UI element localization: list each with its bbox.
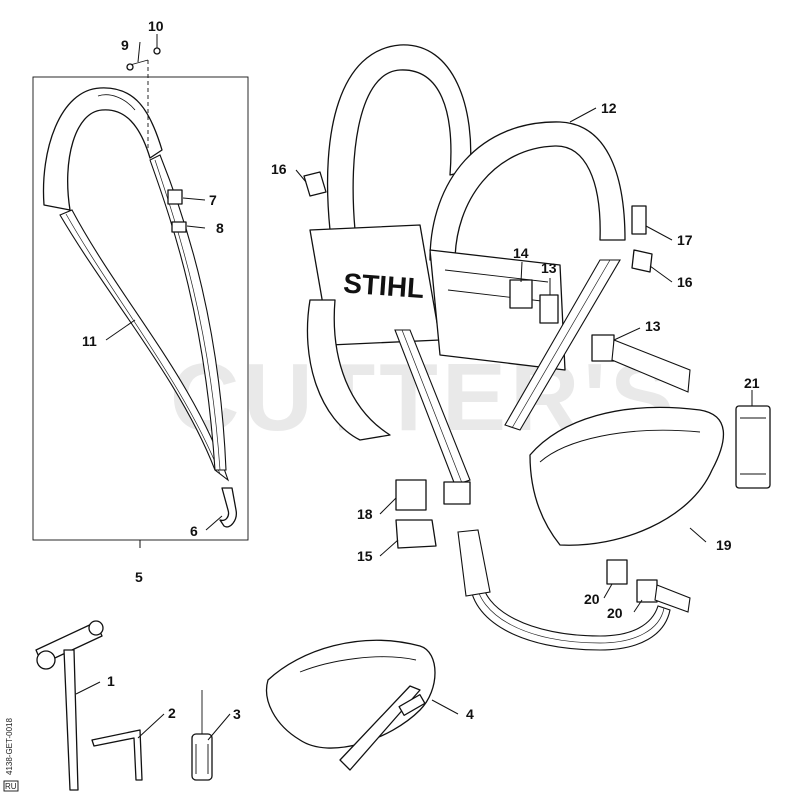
brand-logo: STIHL [342, 267, 425, 304]
document-id: 4138-GET-0018 [5, 718, 14, 775]
shoulder-strap-assembly [32, 47, 249, 541]
callout-13-upper: 13 [541, 260, 557, 276]
callout-3: 3 [233, 706, 241, 722]
strap-13-right [611, 339, 691, 393]
clip-14 [509, 279, 533, 309]
callout-20-right: 20 [607, 605, 623, 621]
loop-16-left [303, 171, 327, 197]
buckle-18 [395, 479, 427, 511]
callout-13-lower: 13 [645, 318, 661, 334]
strap-slider [171, 221, 187, 233]
callout-6: 6 [190, 523, 198, 539]
strap-webbing-left [59, 209, 230, 482]
callout-19: 19 [716, 537, 732, 553]
callout-10: 10 [148, 18, 164, 34]
tool-pouch-assembly [457, 406, 724, 651]
callout-11: 11 [82, 333, 97, 349]
callout-4: 4 [466, 706, 474, 722]
clip-13 [539, 294, 559, 324]
callout-21: 21 [744, 375, 760, 391]
doc-badge: RU [5, 782, 17, 791]
callout-1: 1 [107, 673, 115, 689]
hip-pad [306, 299, 391, 441]
callout-16-left: 16 [271, 161, 287, 177]
buckle-15 [395, 519, 437, 549]
hex-key [91, 729, 143, 781]
leader-lines [75, 34, 753, 741]
callout-8: 8 [216, 220, 224, 236]
shoulder-pad [42, 87, 163, 211]
belt-end [654, 584, 691, 613]
callout-7: 7 [209, 192, 217, 208]
buckle-20-b [636, 579, 658, 603]
callout-numbers: 1 2 3 4 5 6 7 8 9 10 11 12 13 13 14 15 1… [82, 18, 760, 722]
doc-badge-box [3, 780, 19, 792]
screwdriver [191, 690, 213, 781]
callout-20-left: 20 [584, 591, 600, 607]
callout-18: 18 [357, 506, 373, 522]
callout-16-right: 16 [677, 274, 693, 290]
belt-strap-left [457, 529, 491, 597]
safety-glasses [266, 639, 436, 771]
callout-17: 17 [677, 232, 693, 248]
snap-hook [219, 487, 237, 528]
callout-2: 2 [168, 705, 176, 721]
screw [126, 63, 134, 71]
callout-12: 12 [601, 100, 617, 116]
main-shoulder-loop [429, 121, 626, 263]
nut [153, 47, 161, 55]
harness-assembly: STIHL [306, 44, 691, 505]
strap-buckle-front [443, 481, 471, 505]
strap-buckle [167, 189, 183, 205]
callout-5: 5 [135, 569, 143, 585]
callout-14: 14 [513, 245, 529, 261]
buckle-20-a [606, 559, 628, 585]
callout-15: 15 [357, 548, 373, 564]
pouch-belt [469, 577, 671, 651]
card-21 [735, 405, 771, 489]
side-strap [504, 259, 621, 431]
combination-wrench [35, 620, 104, 791]
loop-16-right [631, 249, 653, 273]
callout-9: 9 [121, 37, 129, 53]
plate-17 [631, 205, 647, 235]
clip-13-right [591, 334, 615, 362]
